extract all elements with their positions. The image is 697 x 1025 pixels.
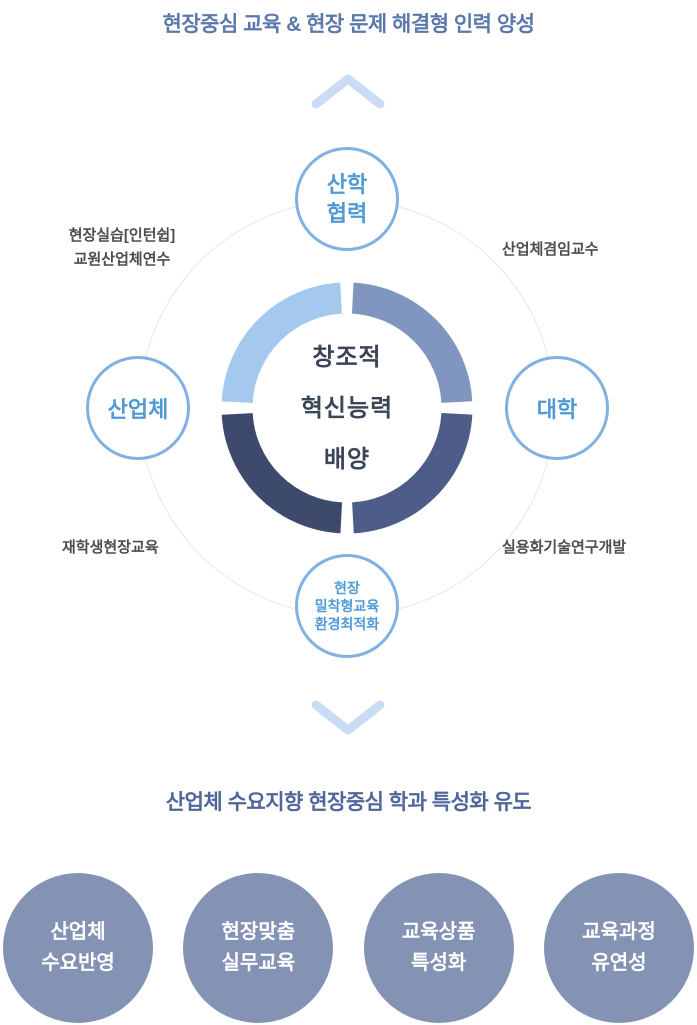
top-title: 현장중심 교육 & 현장 문제 해결형 인력 양성 (162, 13, 535, 36)
label-bottom-right: 실용화기술연구개발 (502, 539, 627, 556)
node-label: 밀착형교육 (314, 598, 380, 614)
bottom-title: 산업체 수요지향 현장중심 학과 특성화 유도 (165, 791, 532, 814)
cycle-diagram: 창조적 혁신능력 배양 산학 협력 산업체 대학 현장 밀착형교육 환경최적화 … (32, 147, 627, 658)
ring-segment-bottom-right (221, 282, 473, 534)
donut-ring (221, 282, 473, 534)
node-label: 현장 (334, 580, 360, 596)
feature-circle-curriculum-flexibility: 교육과정 유연성 (543, 873, 694, 1023)
ring-segment-top-right (221, 282, 473, 534)
node-field-education-environment: 현장 밀착형교육 환경최적화 (295, 554, 399, 658)
label-top-left: 현장실습[인턴쉽] 교원산업체연수 (32, 224, 212, 272)
label-line: 현장실습[인턴쉽] (68, 227, 176, 244)
node-label: 산업체 (107, 397, 169, 422)
ring-segment-bottom-left (221, 282, 473, 534)
node-label: 환경최적화 (314, 616, 380, 632)
node-industry: 산업체 (86, 356, 190, 460)
chevron-down-icon (311, 700, 385, 735)
node-university: 대학 (505, 356, 609, 460)
ring-segment-top-left (221, 282, 473, 534)
center-goal-line: 창조적 (312, 344, 382, 371)
chevron-down-shape (311, 700, 385, 735)
feature-line: 실무교육 (221, 952, 296, 974)
feature-line: 유연성 (591, 952, 647, 974)
node-label: 대학 (536, 397, 578, 422)
feature-line: 교육과정 (582, 921, 656, 943)
feature-circles: 산업체 수요반영 현장맞춤 실무교육 교육상품 특성화 교육과정 유연성 (0, 873, 697, 1023)
label-bottom-left: 재학생현장교육 (62, 539, 159, 556)
node-label: 산학 (326, 172, 368, 197)
feature-circle-industry-demand: 산업체 수요반영 (3, 873, 153, 1023)
label-line: 교원산업체연수 (73, 251, 171, 268)
chevron-up-shape (311, 74, 385, 109)
feature-circle-field-practical-education: 현장맞춤 실무교육 (183, 873, 334, 1023)
feature-line: 산업체 (50, 921, 106, 943)
center-goal-line: 배양 (323, 446, 371, 473)
center-goal: 창조적 혁신능력 배양 (247, 332, 447, 485)
node-industry-academia-cooperation: 산학 협력 (295, 147, 399, 251)
feature-line: 특성화 (411, 952, 467, 974)
chevron-up-icon (311, 74, 385, 109)
feature-line: 교육상품 (401, 921, 476, 943)
node-label: 협력 (326, 201, 368, 226)
label-top-right: 산업체겸임교수 (502, 241, 599, 258)
center-goal-line: 혁신능력 (300, 395, 394, 422)
feature-line: 현장맞춤 (221, 921, 296, 943)
feature-circle-education-product: 교육상품 특성화 (363, 873, 514, 1023)
feature-line: 수요반영 (41, 952, 115, 974)
